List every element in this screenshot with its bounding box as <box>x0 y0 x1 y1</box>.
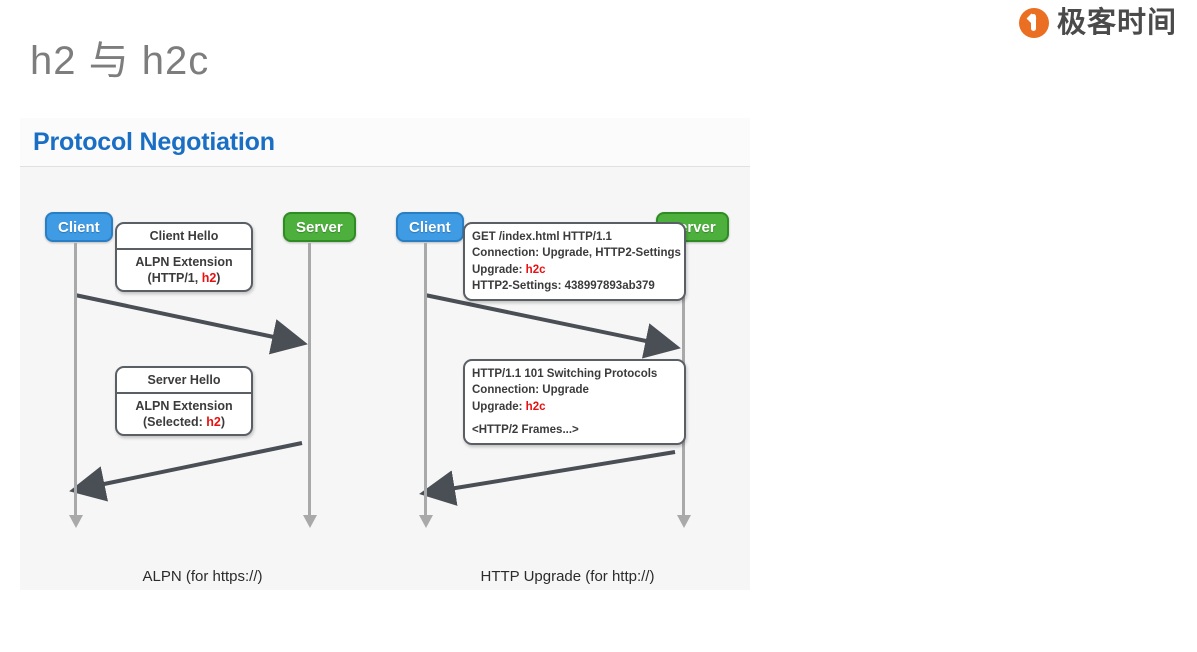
upgrade-response-line-5: <HTTP/2 Frames...> <box>472 423 579 436</box>
alpn-client-hello-body: ALPN Extension (HTTP/1, h2) <box>117 248 251 290</box>
upgrade-response-box: HTTP/1.1 101 Switching Protocols Connect… <box>463 359 686 446</box>
sequence-diagram-alpn: Client Server Client Hello ALPN Extensio… <box>20 167 385 591</box>
alpn-client-lifeline <box>74 243 77 515</box>
upgrade-client-lifeline <box>424 243 427 515</box>
alpn-client-label: Client <box>58 218 100 236</box>
upgrade-response-upgrade-label: Upgrade: <box>472 400 526 413</box>
alpn-server-node[interactable]: Server <box>283 212 356 242</box>
upgrade-response-upgrade-value: h2c <box>525 400 546 413</box>
alpn-client-lifeline-arrow <box>68 515 83 528</box>
alpn-client-ext-label: ALPN Extension <box>135 255 233 269</box>
upgrade-response-line-3: Upgrade: h2c <box>472 399 677 415</box>
alpn-message-arrows <box>69 293 308 502</box>
alpn-server-ext-highlight: h2 <box>206 415 221 429</box>
alpn-server-hello-body: ALPN Extension (Selected: h2) <box>117 392 251 434</box>
upgrade-request-line-1: GET /index.html HTTP/1.1 <box>472 231 612 243</box>
alpn-client-ext-prefix: (HTTP/1, <box>147 271 202 285</box>
upgrade-request-upgrade-label: Upgrade: <box>472 263 526 276</box>
upgrade-request-line-4: HTTP2-Settings: 438997893ab379 <box>472 279 655 292</box>
upgrade-client-node[interactable]: Client <box>396 212 464 242</box>
upgrade-caption: HTTP Upgrade (for http://) <box>480 568 655 585</box>
upgrade-request-upgrade-value: h2c <box>525 263 546 276</box>
brand-logo: 极客时间 <box>1018 6 1177 39</box>
alpn-caption: ALPN (for https://) <box>142 568 263 585</box>
upgrade-response-spacer <box>472 415 677 422</box>
alpn-client-hello-box: Client Hello ALPN Extension (HTTP/1, h2) <box>115 222 253 292</box>
alpn-server-ext-label: ALPN Extension <box>135 399 233 413</box>
page-title: h2 与 h2c <box>30 39 210 83</box>
upgrade-request-box: GET /index.html HTTP/1.1 Connection: Upg… <box>463 222 686 302</box>
upgrade-client-lifeline-arrow <box>418 515 433 528</box>
alpn-server-hello-title: Server Hello <box>147 373 221 387</box>
panel-body: Client Server Client Hello ALPN Extensio… <box>20 167 750 591</box>
upgrade-response-line-2: Connection: Upgrade <box>472 384 589 397</box>
upgrade-request-line-3: Upgrade: h2c <box>472 262 677 278</box>
protocol-negotiation-panel: Protocol Negotiation Client Server <box>20 118 750 590</box>
alpn-server-ext-suffix: ) <box>220 415 225 429</box>
brand-logo-text: 极客时间 <box>1056 6 1177 39</box>
upgrade-client-label: Client <box>409 218 451 236</box>
alpn-server-label: Server <box>296 218 343 236</box>
upgrade-request-line-2: Connection: Upgrade, HTTP2-Settings <box>472 247 681 260</box>
geektime-circle-icon <box>1018 8 1049 38</box>
sequence-diagram-upgrade: Client Server GET /index.html HTTP/1.1 C… <box>385 167 750 591</box>
upgrade-server-lifeline-arrow <box>676 515 691 528</box>
panel-header: Protocol Negotiation <box>20 118 750 167</box>
alpn-server-lifeline-arrow <box>302 515 317 528</box>
alpn-server-ext-prefix: (Selected: <box>143 415 207 429</box>
alpn-client-ext-suffix: ) <box>216 271 221 285</box>
panel-title: Protocol Negotiation <box>33 127 275 156</box>
upgrade-message-arrows <box>419 293 681 506</box>
alpn-client-node[interactable]: Client <box>45 212 113 242</box>
alpn-client-ext-highlight: h2 <box>201 271 217 285</box>
alpn-server-hello-box: Server Hello ALPN Extension (Selected: h… <box>115 366 253 436</box>
alpn-client-hello-title: Client Hello <box>149 229 219 243</box>
alpn-server-lifeline <box>308 243 311 515</box>
upgrade-response-line-1: HTTP/1.1 101 Switching Protocols <box>472 368 658 380</box>
